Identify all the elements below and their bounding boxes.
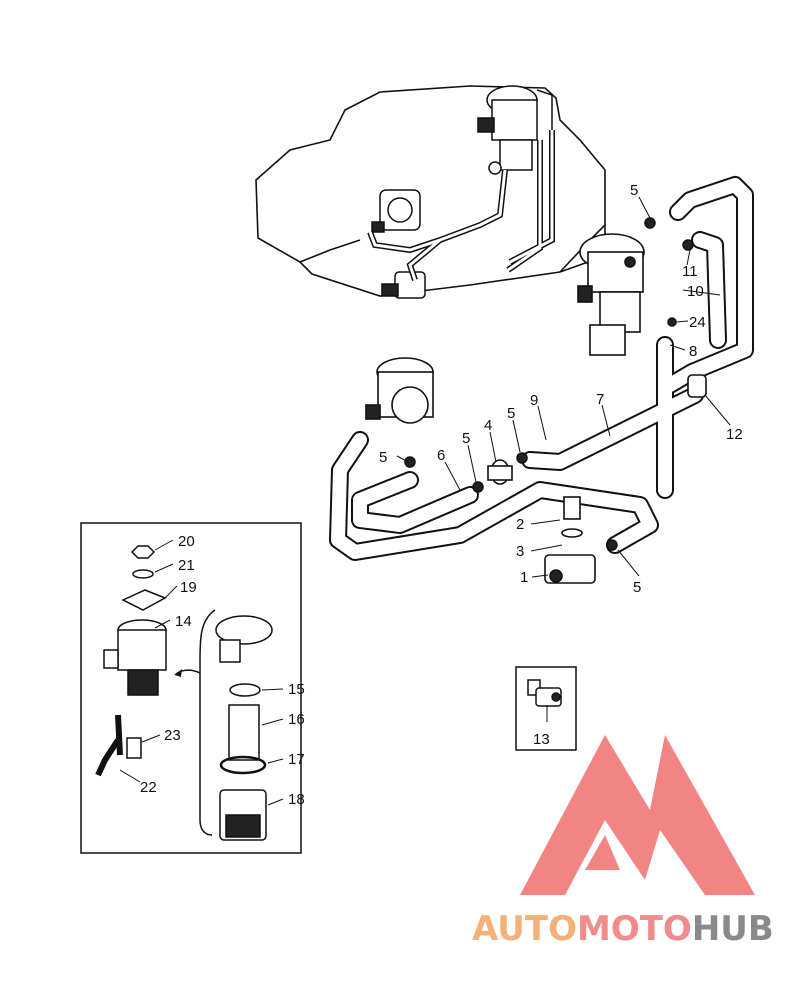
callout-2: 2 <box>516 516 524 533</box>
watermark-logo <box>520 735 755 895</box>
callout-3: 3 <box>516 543 524 560</box>
callout-18: 18 <box>288 791 305 808</box>
callout-24: 24 <box>689 314 706 331</box>
filter-inset-box <box>80 522 302 854</box>
watermark-auto: AUTO <box>472 909 577 949</box>
fitting-assembly <box>544 496 596 584</box>
top-carburetor <box>477 85 553 175</box>
part13-box <box>515 666 577 751</box>
hose-network-inner <box>331 178 752 559</box>
callout-23: 23 <box>164 727 181 744</box>
hose-clips <box>404 217 694 551</box>
fuel-pump <box>365 357 434 424</box>
part13-fitting <box>527 679 562 707</box>
inset-arrow-head <box>175 669 182 677</box>
callout-17: 17 <box>288 751 305 768</box>
top-fuel-pump <box>371 189 421 233</box>
carburetor <box>577 233 645 356</box>
callout-20: 20 <box>178 533 195 550</box>
callout-21: 21 <box>178 557 195 574</box>
callout-15: 15 <box>288 681 305 698</box>
inset-bracket <box>199 609 216 836</box>
callout-1: 1 <box>520 569 528 586</box>
callout-8: 8 <box>689 343 697 360</box>
callout-14: 14 <box>175 613 192 630</box>
callout-5e: 5 <box>633 579 641 596</box>
svg-text:AUTOMOTOHUB: AUTOMOTOHUB <box>472 909 774 949</box>
callout-16: 16 <box>288 711 305 728</box>
callout-5c: 5 <box>462 430 470 447</box>
callout-7: 7 <box>596 391 604 408</box>
callout-6: 6 <box>437 447 445 464</box>
callout-10: 10 <box>687 283 704 300</box>
callout-4: 4 <box>484 417 492 434</box>
callout-19: 19 <box>180 579 197 596</box>
callout-5a: 5 <box>630 182 638 199</box>
top-filter <box>381 271 426 299</box>
callout-5d: 5 <box>507 405 515 422</box>
callout-22: 22 <box>140 779 157 796</box>
callout-5b: 5 <box>379 449 387 466</box>
callout-11: 11 <box>682 263 698 280</box>
watermark-hub: HUB <box>692 909 774 949</box>
callout-13: 13 <box>533 731 550 748</box>
logo-mark-icon <box>520 735 755 895</box>
top-hoses-inner <box>368 130 554 281</box>
hose-clamp <box>687 374 707 398</box>
leader-lines <box>119 196 731 806</box>
callout-9: 9 <box>530 392 538 409</box>
inline-filter <box>487 459 513 485</box>
callout-12: 12 <box>726 426 743 443</box>
watermark-moto: MOTO <box>577 909 692 949</box>
callouts: 1 2 3 4 5 5 5 5 5 6 7 8 9 10 11 12 13 14… <box>140 182 743 808</box>
